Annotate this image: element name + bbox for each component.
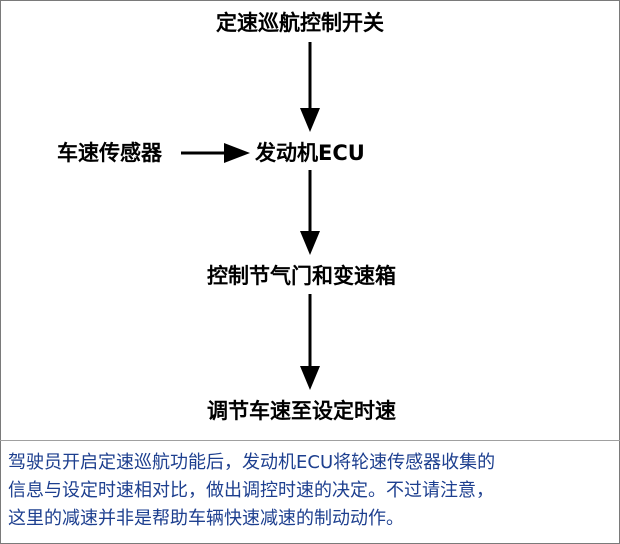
caption-divider <box>0 440 620 441</box>
node-engine-ecu: 发动机ECU <box>255 141 365 165</box>
arrow-sensor-to-ecu <box>181 143 250 163</box>
caption-line: 驾驶员开启定速巡航功能后，发动机ECU将轮速传感器收集的 <box>8 452 496 473</box>
node-throttle-and-transmission: 控制节气门和变速箱 <box>207 264 396 288</box>
arrows-layer <box>181 42 320 390</box>
caption-line: 信息与设定时速相对比，做出调控时速的决定。不过请注意， <box>8 480 494 501</box>
arrow-switch-to-ecu <box>300 42 320 132</box>
node-cruise-control-switch: 定速巡航控制开关 <box>216 11 384 35</box>
caption-line: 这里的减速并非是帮助车辆快速减速的制动动作。 <box>8 508 404 529</box>
arrow-ecu-to-throttle <box>300 170 320 255</box>
arrow-throttle-to-result <box>300 294 320 390</box>
node-adjust-speed: 调节车速至设定时速 <box>207 399 396 423</box>
node-speed-sensor: 车速传感器 <box>57 141 162 165</box>
caption-text: 驾驶员开启定速巡航功能后，发动机ECU将轮速传感器收集的 信息与设定时速相对比，… <box>8 449 614 533</box>
